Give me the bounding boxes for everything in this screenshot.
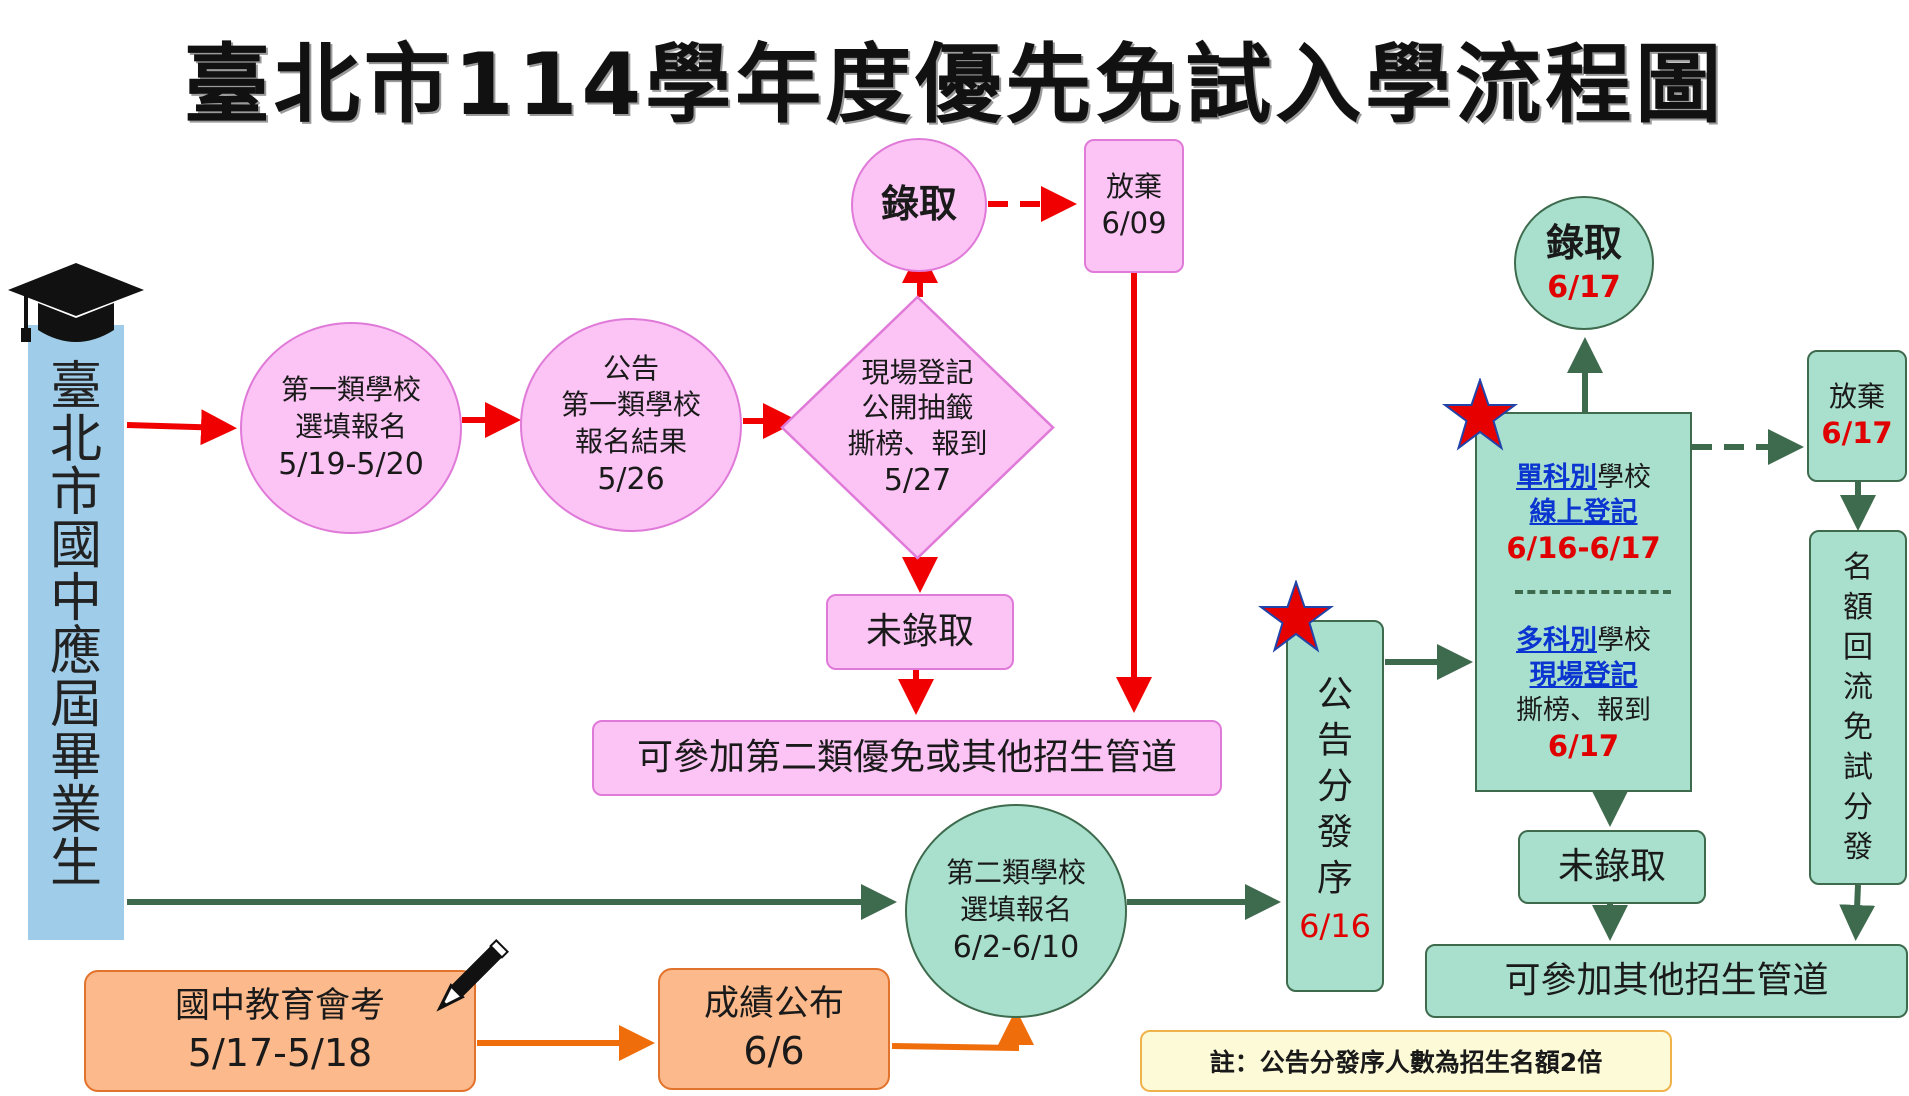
exam-cap-label: 國中教育會考 [174,985,385,1026]
stage2-order-label-char: 序 [1316,858,1353,899]
stage2-multi-section: 多科別學校 現場登記 撕榜、報到 6/17 [1477,614,1690,774]
stage1-lottery-diamond: 現場登記 公開抽籤 撕榜、報到 5/27 [780,295,1055,560]
pencil-icon [418,930,518,1030]
stage1-giveup-box: 放棄 6/09 [1084,139,1184,273]
exam-score-label: 成績公布 [703,983,844,1024]
stage2-reflow-label-char: 分 [1843,789,1873,825]
stage2-multi-school-text: 學校 [1597,624,1651,656]
stage2-order-date: 6/16 [1299,907,1371,945]
stage1-lottery-line-3: 撕榜、報到 [847,427,988,461]
stage1-admitted-label: 錄取 [880,182,957,227]
student-group-label-char: 市 [49,463,102,523]
student-group-label-char: 臺 [49,357,102,417]
stage2-single-school-text: 學校 [1597,462,1651,494]
stage2-order-label-char: 公 [1316,674,1353,715]
stage1-lottery-line-2: 公開抽籤 [861,391,974,425]
stage2-admitted-date: 6/17 [1547,270,1621,306]
exam-score-box: 成績公布 6/6 [658,968,890,1090]
graduation-cap-icon [6,258,146,358]
stage2-reflow-label-char: 試 [1843,749,1873,785]
stage2-reflow-label-char: 免 [1843,709,1873,745]
arrow-score-to-register2 [891,1009,1034,1052]
stage2-multi-type-link[interactable]: 多科別 [1516,624,1597,656]
student-group-label-char: 畢 [49,728,102,788]
stage2-multi-line-3: 撕榜、報到 [1516,694,1651,726]
stage2-order-label-char: 告 [1316,720,1353,761]
stage2-register-line-1: 第二類學校 [945,856,1086,890]
stage2-not-admitted-box: 未錄取 [1518,830,1706,904]
student-group-label-char: 北 [49,410,102,470]
stage1-lottery-date: 5/27 [883,463,952,499]
stage2-single-section: 單科別學校 線上登記 6/16-6/17 [1477,454,1690,574]
stage1-register-date: 5/19-5/20 [278,446,424,482]
stage1-announce-circle: 公告 第一類學校 報名結果 5/26 [520,318,742,532]
stage1-register-line-1: 第一類學校 [280,373,421,407]
stage1-announce-line-2: 第一類學校 [560,388,701,422]
student-group-label-char: 中 [49,569,102,629]
stage2-not-admitted-label: 未錄取 [1557,845,1666,887]
stage2-order-label-char: 發 [1316,812,1353,853]
stage1-announce-date: 5/26 [597,462,665,498]
page-title: 臺北市114學年度優先免試入學流程圖 [183,35,1726,135]
stage2-multi-onsite-link[interactable]: 現場登記 [1529,659,1638,691]
stage1-giveup-label: 放棄 [1105,169,1162,203]
student-group-label-char: 屆 [49,675,102,735]
stage2-order-label-char: 分 [1316,766,1353,807]
stage2-reflow-label-char: 額 [1843,589,1873,625]
stage2-giveup-label: 放棄 [1828,379,1885,413]
exam-cap-box: 國中教育會考 5/17-5/18 [84,970,476,1092]
student-group-label-char: 應 [49,622,102,682]
stage1-announce-line-1: 公告 [602,351,659,385]
stage2-reflow-box: 名額回流免試分發 [1809,530,1907,885]
exam-cap-date: 5/17-5/18 [187,1031,373,1076]
stage2-reflow-label: 名額回流免試分發 [1843,548,1873,868]
student-group-label-char: 國 [49,516,102,576]
stage2-single-type-link[interactable]: 單科別 [1516,462,1597,494]
student-group-label-char: 業 [49,781,102,841]
footnote: 註：公告分發序人數為招生名額2倍 [1140,1030,1672,1092]
stage1-not-admitted-box: 未錄取 [826,594,1014,670]
stage2-single-online-link[interactable]: 線上登記 [1529,497,1638,529]
stage2-single-date: 6/16-6/17 [1506,531,1661,566]
stage2-next-label: 可參加其他招生管道 [1504,959,1829,1001]
stage2-register-date: 6/2-6/10 [952,929,1080,965]
stage1-giveup-date: 6/09 [1101,206,1167,241]
stage2-single-line-1: 單科別學校 [1516,460,1651,495]
stage2-giveup-box: 放棄 6/17 [1807,350,1907,482]
stage2-registration-box: 單科別學校 線上登記 6/16-6/17 多科別學校 現場登記 撕榜、報到 6/… [1475,412,1692,792]
stage2-giveup-date: 6/17 [1821,416,1893,451]
stage2-admitted-label: 錄取 [1545,220,1622,265]
arrow-reflow-to-next [1839,884,1876,941]
stage2-reflow-label-char: 回 [1843,629,1873,665]
stage2-reflow-label-char: 名 [1843,549,1873,585]
student-group-bar: 臺北市國中應屆畢業生 [28,325,124,940]
stage1-next-box: 可參加第二類優免或其他招生管道 [592,720,1222,796]
stage1-next-label: 可參加第二類優免或其他招生管道 [636,736,1177,778]
stage1-register-line-2: 選填報名 [294,409,407,443]
stage2-register-circle: 第二類學校 選填報名 6/2-6/10 [905,804,1127,1018]
stage2-register-line-2: 選填報名 [959,892,1072,926]
stage1-register-circle: 第一類學校 選填報名 5/19-5/20 [240,322,462,534]
stage2-reflow-label-char: 發 [1843,829,1873,865]
stage2-reflow-label-char: 流 [1843,669,1873,705]
star-icon [1257,578,1335,654]
stage2-admitted-circle: 錄取 6/17 [1514,196,1654,330]
stage2-order-box: 公告分發序 6/16 [1286,620,1384,992]
stage1-announce-line-3: 報名結果 [574,424,687,458]
star-icon [1441,376,1519,452]
stage2-section-divider [1515,590,1671,594]
arrow-student-to-stage1 [126,409,237,446]
stage2-order-label: 公告分發序 [1317,672,1353,902]
exam-score-date: 6/6 [743,1029,805,1074]
stage2-next-box: 可參加其他招生管道 [1425,944,1908,1018]
stage2-multi-line-1: 多科別學校 [1516,623,1651,658]
stage1-admitted-circle: 錄取 [851,138,987,272]
stage2-multi-date: 6/17 [1547,728,1620,763]
stage1-lottery-line-1: 現場登記 [861,355,974,389]
stage1-not-admitted-label: 未錄取 [865,610,974,652]
student-group-label: 臺北市國中應屆畢業生 [50,361,102,891]
student-group-label-char: 生 [49,834,102,894]
